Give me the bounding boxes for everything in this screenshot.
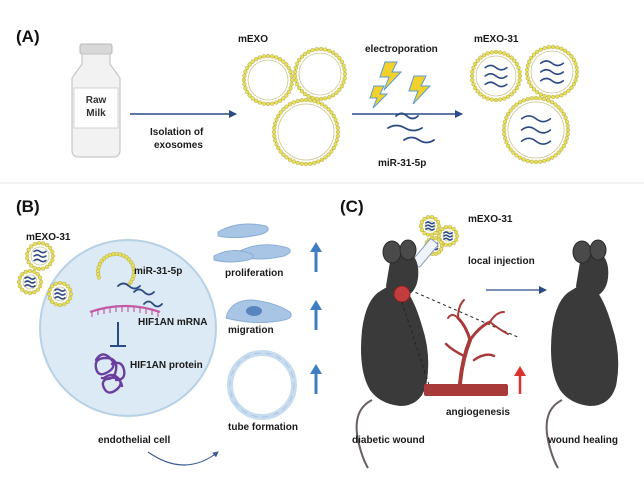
diabetic-wound-label: diabetic wound — [352, 435, 425, 446]
mirna-strand — [133, 288, 155, 296]
exosome-vesicle — [524, 44, 580, 100]
zoom-line-2 — [409, 289, 521, 339]
mexo31-label-c: mEXO-31 — [468, 214, 513, 225]
milk-bottle-icon — [71, 43, 121, 158]
wound-spot — [393, 285, 411, 303]
exosome-vesicle — [25, 240, 56, 272]
electroporation-label: electroporation — [365, 44, 438, 55]
wound-healing-label: wound healing — [547, 435, 618, 446]
mirna-strand — [117, 282, 141, 290]
cell-arrow — [147, 451, 219, 466]
mirna-label-a: miR-31-5p — [378, 158, 426, 169]
inhibition-icon — [110, 322, 126, 347]
effect-tube-formation: tube formation — [228, 422, 298, 433]
effect-migration: migration — [228, 325, 274, 336]
mexo31-label-b: mEXO-31 — [26, 232, 71, 243]
tube-formation-icon — [227, 350, 297, 420]
exosome-vesicle — [501, 95, 571, 165]
exosome-vesicle — [271, 97, 341, 167]
mexo-label: mEXO — [238, 34, 268, 45]
panel-c-label: (C) — [340, 197, 364, 216]
bottle-label-line1: Raw — [86, 95, 107, 106]
blood-vessel-icon — [424, 299, 509, 396]
exosome-vesicle — [46, 280, 74, 308]
exosome-vesicle — [16, 268, 44, 296]
lightning-icon — [369, 61, 432, 109]
mirna-strands — [387, 112, 435, 144]
exosome-vesicle — [241, 53, 295, 107]
proliferation-cells-icon — [213, 223, 291, 263]
healed-mouse-icon — [545, 239, 619, 469]
protein-label: HIF1AN protein — [130, 360, 203, 371]
tube-up-arrowhead — [310, 364, 322, 374]
panel-a-label: (A) — [16, 27, 40, 46]
angiogenesis-up-arrowhead — [514, 366, 526, 376]
fusing-vesicle — [95, 251, 163, 308]
mexo31-vesicles-c — [418, 215, 460, 256]
exosome-vesicle — [469, 49, 523, 103]
hif1an-mrna-icon — [89, 304, 161, 317]
mirna-label-b: miR-31-5p — [134, 266, 182, 277]
mirna-strand — [403, 136, 435, 144]
exosome-vesicle — [418, 215, 442, 237]
mexo31-label-a: mEXO-31 — [474, 34, 519, 45]
bottle-label-line2: Milk — [86, 108, 106, 119]
mirna-strand — [395, 112, 419, 120]
exosome-vesicle — [292, 46, 348, 102]
mexo31-vesicles-b — [16, 240, 74, 308]
effect-proliferation: proliferation — [225, 268, 283, 279]
isolation-label-line2: exosomes — [154, 140, 203, 151]
mexo31-vesicles — [469, 44, 580, 165]
panel-b-label: (B) — [16, 197, 40, 216]
endothelial-cell-label: endothelial cell — [98, 435, 170, 446]
migration-up-arrowhead — [310, 300, 322, 310]
isolation-label-line1: Isolation of — [150, 127, 204, 138]
injection-label: local injection — [468, 256, 535, 267]
migration-cell-icon — [225, 299, 292, 324]
proliferation-up-arrowhead — [310, 242, 322, 252]
mexo-vesicles — [241, 46, 348, 167]
endothelial-cell — [39, 239, 217, 417]
hif1an-protein-icon — [94, 353, 126, 394]
diabetic-mouse-icon — [355, 239, 429, 469]
mirna-strand — [387, 124, 423, 132]
mrna-label: HIF1AN mRNA — [138, 317, 207, 328]
angiogenesis-label: angiogenesis — [446, 407, 510, 418]
open-vesicle — [95, 251, 163, 308]
mirna-strand — [143, 300, 163, 308]
